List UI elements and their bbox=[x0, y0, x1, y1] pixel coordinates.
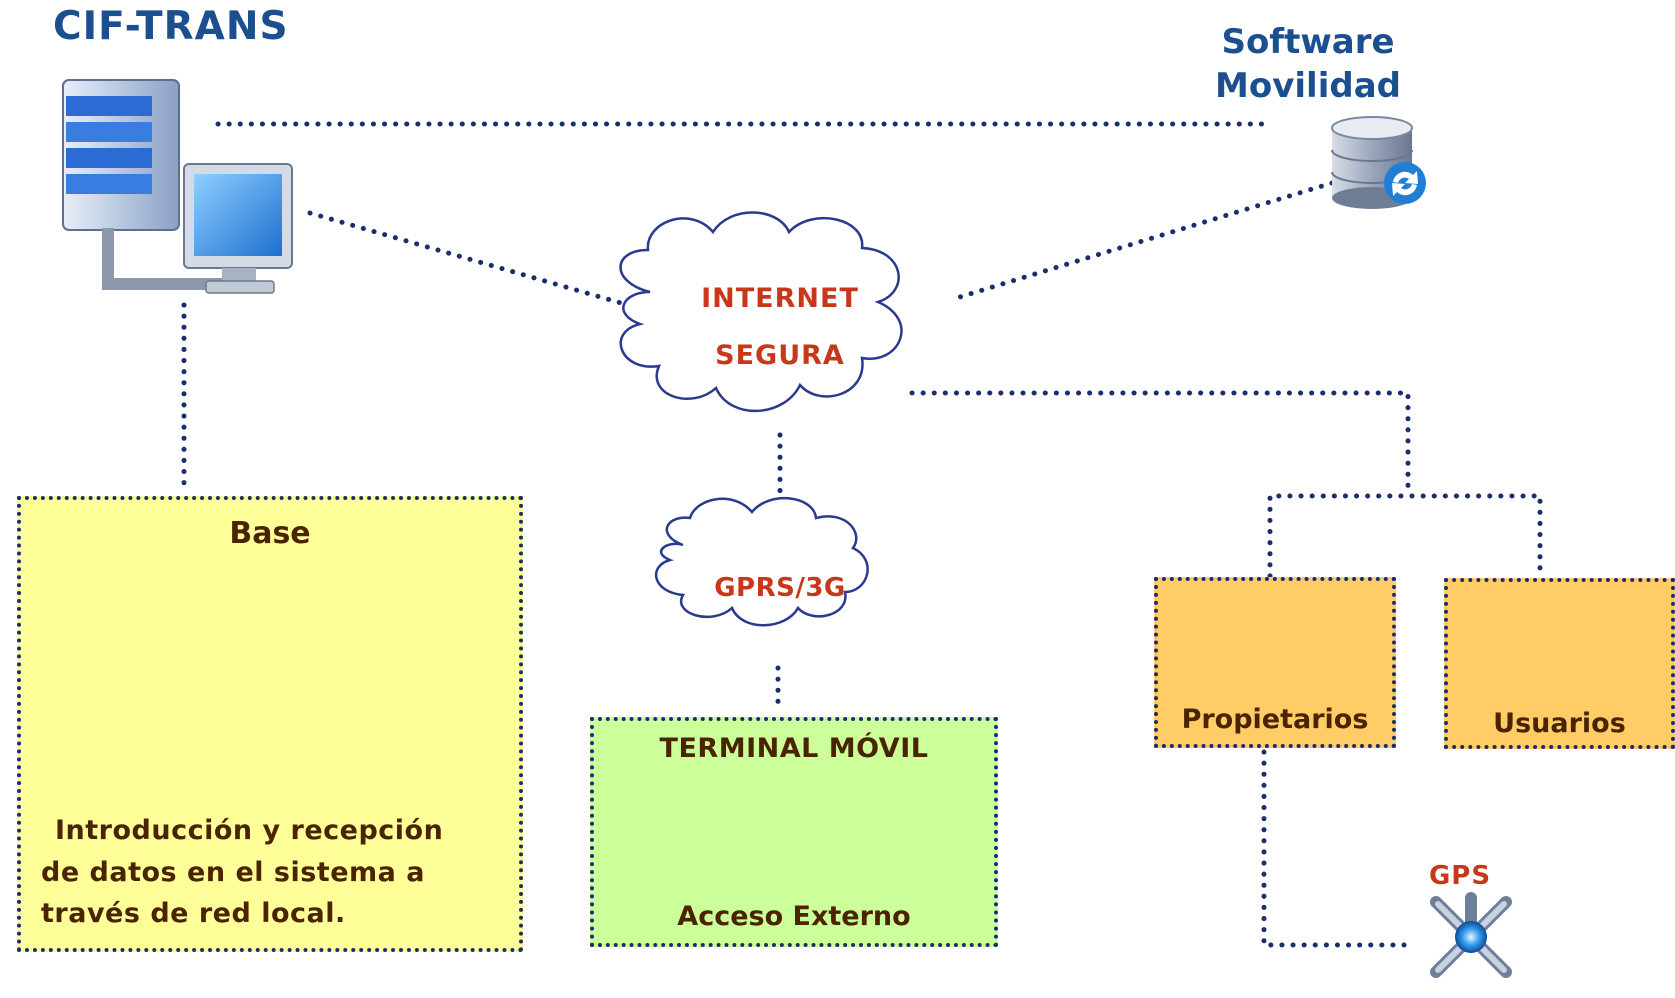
terminal-movil-box: TERMINAL MÓVIL Acceso Externo bbox=[590, 717, 998, 947]
propietarios-label: Propietarios bbox=[1181, 704, 1369, 735]
software-label-line1: Software bbox=[1221, 22, 1395, 62]
gprs-label: GPRS/3G bbox=[714, 573, 846, 603]
terminal-footer: Acceso Externo bbox=[677, 901, 911, 932]
database-sync-icon bbox=[1331, 116, 1426, 209]
connector-internet-branch bbox=[909, 390, 1411, 499]
software-label-line2: Movilidad bbox=[1215, 66, 1401, 106]
server-computer-icon bbox=[62, 79, 293, 294]
connector-software-internet bbox=[947, 180, 1335, 303]
base-heading: Base bbox=[229, 516, 311, 551]
page-title: CIF-TRANS bbox=[53, 4, 289, 49]
internet-label-line1: INTERNET bbox=[701, 283, 859, 314]
gprs-cloud bbox=[654, 497, 869, 627]
internet-label-line2: SEGURA bbox=[715, 340, 845, 371]
usuarios-label: Usuarios bbox=[1493, 708, 1626, 739]
gps-label: GPS bbox=[1428, 861, 1492, 891]
base-description-line3: través de red local. bbox=[41, 898, 346, 929]
usuarios-box: Usuarios bbox=[1444, 578, 1675, 749]
connector-propietarios-gps bbox=[1261, 749, 1415, 948]
software-movilidad-label: Software Movilidad bbox=[1198, 20, 1418, 108]
propietarios-box: Propietarios bbox=[1154, 577, 1396, 748]
base-description-line2: de datos en el sistema a bbox=[41, 857, 426, 888]
satellite-icon bbox=[1430, 892, 1512, 978]
connectors bbox=[181, 121, 1543, 948]
connector-computer-internet bbox=[307, 210, 631, 308]
terminal-heading: TERMINAL MÓVIL bbox=[659, 733, 929, 764]
base-description-line1: Introducción y recepción bbox=[55, 815, 444, 846]
base-box: Base Introducción y recepción de datos e… bbox=[17, 496, 523, 952]
internet-cloud bbox=[619, 211, 903, 413]
connector-branch-split bbox=[1267, 493, 1543, 579]
